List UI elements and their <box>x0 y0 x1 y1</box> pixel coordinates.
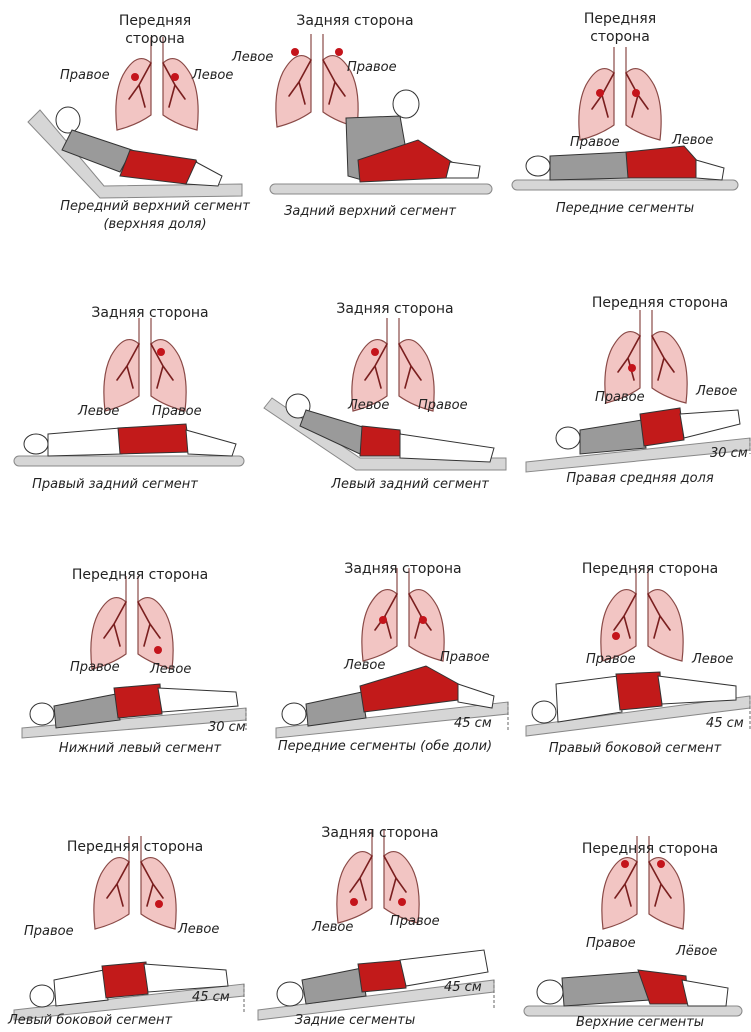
right-lung-label: Правое <box>347 60 397 75</box>
left-lung-label: Правое <box>70 660 120 675</box>
right-lung-label: Левое <box>150 662 191 677</box>
left-lung-label: Левое <box>344 658 385 673</box>
lungs-icon <box>579 47 661 140</box>
side-label: Задняя сторона <box>315 824 445 842</box>
left-lung-label: Правое <box>595 390 645 405</box>
side-label: Задняя сторона <box>290 12 420 30</box>
left-lung-label: Правое <box>60 68 110 83</box>
caption: Передние сегменты (обе доли) <box>260 738 510 756</box>
side-label: Задняя сторона <box>330 300 460 318</box>
left-lung-label: Правое <box>24 924 74 939</box>
right-lung-label: Левое <box>672 133 713 148</box>
left-lung-label: Левое <box>78 404 119 419</box>
side-label: Передняя сторона <box>65 566 215 584</box>
panel-4: Задняя сторона Левое Правое Правый задни… <box>0 258 250 516</box>
panel-6: Передняя сторона Правое Левое 30 см Прав… <box>500 258 750 516</box>
side-label: Задняя сторона <box>85 304 215 322</box>
panel-11: Задняя сторона Левое Правое 45 см Задние… <box>250 774 500 1032</box>
lungs-icon <box>91 576 173 669</box>
right-lung-label: Левое <box>692 652 733 667</box>
height-label: 45 см <box>444 980 482 995</box>
lungs-icon <box>104 318 186 411</box>
panel-2: Задняя сторона Левое Правое Задний верхн… <box>250 0 500 258</box>
caption: Правый задний сегмент <box>10 476 220 494</box>
right-lung-label: Левое <box>696 384 737 399</box>
height-label: 45 см <box>706 716 744 731</box>
height-label: 30 см <box>208 720 246 735</box>
panel-12-illustration <box>500 774 751 1032</box>
lungs-icon <box>116 37 198 130</box>
caption: Передний верхний сегмент (верхняя доля) <box>50 198 260 234</box>
right-lung-label: Правое <box>152 404 202 419</box>
side-label: Передняя сторона <box>575 560 725 578</box>
left-lung-label: Правое <box>586 652 636 667</box>
lungs-icon <box>276 34 358 127</box>
left-lung-label: Левое <box>232 50 273 65</box>
height-label: 45 см <box>454 716 492 731</box>
side-label: Передняя сторона <box>585 294 735 312</box>
panel-12: Передняя сторона Правое Лёвое Верхние се… <box>500 774 750 1032</box>
patient-figure-icon <box>526 408 750 472</box>
side-label: Передняя сторона <box>60 838 210 856</box>
caption: Верхние сегменты <box>540 1014 740 1032</box>
right-lung-label: Правое <box>418 398 468 413</box>
caption: Правый боковой сегмент <box>520 740 750 758</box>
left-lung-label: Левое <box>312 920 353 935</box>
right-lung-label: Правое <box>440 650 490 665</box>
left-lung-label: Правое <box>586 936 636 951</box>
caption: Левый боковой сегмент <box>0 1012 180 1030</box>
caption: Нижний левый сегмент <box>35 740 245 758</box>
caption: Задний верхний сегмент <box>270 203 470 221</box>
panel-5: Задняя сторона Левое Правое Левый задний… <box>250 258 500 516</box>
panel-9: Передняя сторона Правое Левое 45 см Прав… <box>500 516 750 774</box>
patient-figure-icon <box>512 146 738 190</box>
right-lung-label: Левое <box>192 68 233 83</box>
caption: Задние сегменты <box>280 1012 430 1030</box>
panel-3: Передняя сторона Правое Левое Передние с… <box>500 0 750 258</box>
side-label: Передняя сторона <box>110 12 200 48</box>
panel-7-illustration <box>0 516 250 774</box>
left-lung-label: Правое <box>570 135 620 150</box>
height-label: 30 см <box>710 446 748 461</box>
lungs-icon <box>337 830 419 923</box>
lungs-icon <box>601 568 683 661</box>
panel-10: Передняя сторона Правое Левое 45 см Левы… <box>0 774 250 1032</box>
patient-figure-icon <box>14 424 244 466</box>
panel-1: Передняя сторона Правое Левое Передний в… <box>0 0 250 258</box>
right-lung-label: Правое <box>390 914 440 929</box>
panel-7: Передняя сторона Правое Левое 30 см Нижн… <box>0 516 250 774</box>
caption: Левый задний сегмент <box>305 476 515 494</box>
caption: Передние сегменты <box>525 200 725 218</box>
right-lung-label: Левое <box>178 922 219 937</box>
height-label: 45 см <box>192 990 230 1005</box>
left-lung-label: Левое <box>348 398 389 413</box>
panel-9-illustration <box>500 516 751 774</box>
patient-figure-icon <box>524 970 742 1016</box>
side-label: Передняя сторона <box>575 840 725 858</box>
panel-8-illustration <box>250 516 500 774</box>
side-label: Передняя сторона <box>575 10 665 46</box>
side-label: Задняя сторона <box>338 560 468 578</box>
lungs-icon <box>362 568 444 661</box>
right-lung-label: Лёвое <box>676 944 717 959</box>
panel-8: Задняя сторона Левое Правое 45 см Передн… <box>250 516 500 774</box>
caption: Правая средняя доля <box>530 470 750 488</box>
